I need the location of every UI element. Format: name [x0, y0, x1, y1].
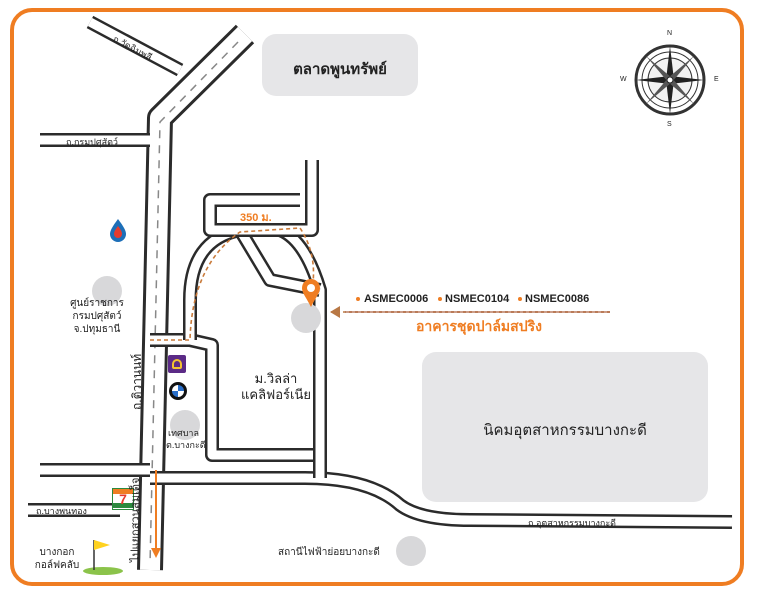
road-industrial-label: ถ.อุตสาหกรรมบางกะดี — [528, 518, 617, 528]
road-to-bangkok-label: ไปแยกสวนสมเด็จ — [130, 477, 142, 562]
condo-label: อาคารชุดปาล์มสปริง — [416, 318, 542, 334]
road-left-upper-label: ถ.กรมปศุสัตว์ — [66, 137, 118, 147]
gas-station-icon — [110, 219, 126, 242]
livestock-marker — [92, 276, 122, 306]
golf-label-2: กอล์ฟคลับ — [34, 560, 80, 571]
golf-flag-icon — [83, 540, 123, 575]
livestock-label-3: จ.ปทุมธานี — [73, 324, 121, 335]
bank-icon — [168, 355, 186, 373]
seven-eleven-label: 7 — [119, 491, 127, 507]
bmw-icon — [169, 382, 187, 400]
compass-w: W — [620, 76, 627, 83]
municipality-label-1: เทศบาล — [168, 428, 200, 438]
compass-n: N — [667, 30, 673, 37]
code-2: NSMEC0104 — [445, 293, 510, 305]
code-3: NSMEC0086 — [525, 293, 590, 305]
code-1: ASMEC0006 — [364, 293, 429, 305]
compass-icon — [634, 44, 706, 116]
municipality-label-2: ต.บางกะดี — [166, 440, 206, 450]
road-tiwanon-label: ถ.ติวานนท์ — [130, 353, 144, 410]
market-box — [262, 34, 418, 96]
location-pin-icon — [302, 279, 320, 307]
village-label-1: ม.วิลล่า — [254, 371, 298, 386]
market-label: ตลาดพูนทรัพย์ — [293, 61, 387, 78]
distance-label: 350 ม. — [240, 212, 272, 224]
village-label-2: แคลิฟอร์เนีย — [241, 387, 311, 402]
road-left-lower-label: ถ.บางพูนทอง — [36, 506, 87, 516]
industrial-label: นิคมอุตสาหกรรมบางกะดี — [483, 422, 647, 439]
seven-eleven-icon: 7 — [112, 488, 134, 510]
livestock-label-1: ศูนย์ราชการ — [70, 298, 124, 309]
substation-label: สถานีไฟฟ้าย่อยบางกะดี — [278, 547, 380, 558]
compass-s: S — [667, 121, 672, 128]
condo-marker-circle — [291, 303, 321, 333]
substation-marker — [396, 536, 426, 566]
livestock-label-2: กรมปศุสัตว์ — [72, 311, 122, 322]
golf-label-1: บางกอก — [39, 547, 75, 558]
industrial-box — [422, 352, 708, 502]
municipality-marker — [170, 410, 200, 440]
compass-e: E — [714, 76, 719, 83]
